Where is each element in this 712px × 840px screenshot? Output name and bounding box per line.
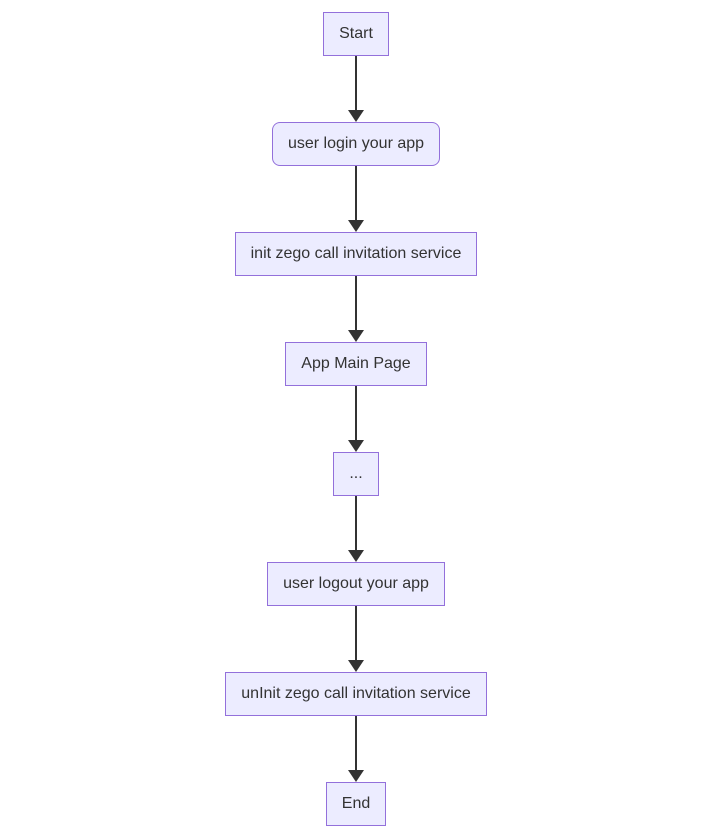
flowchart-node-user-login: user login your app xyxy=(271,122,441,166)
arrowhead-icon xyxy=(348,220,364,232)
arrowhead-icon xyxy=(348,110,364,122)
arrow-down-icon xyxy=(348,606,364,672)
arrow-shaft xyxy=(355,276,357,330)
flowchart-node-app-main-page: App Main Page xyxy=(285,342,427,386)
flowchart-node-user-logout: user logout your app xyxy=(267,562,445,606)
arrowhead-icon xyxy=(348,550,364,562)
arrow-down-icon xyxy=(348,496,364,562)
arrow-down-icon xyxy=(348,276,364,342)
arrowhead-icon xyxy=(348,770,364,782)
flowchart-node-end: End xyxy=(325,782,387,826)
arrowhead-icon xyxy=(348,660,364,672)
arrowhead-icon xyxy=(348,440,364,452)
arrow-down-icon xyxy=(348,716,364,782)
arrow-down-icon xyxy=(348,56,364,122)
flowchart-node-ellipsis: ... xyxy=(333,452,379,496)
arrow-shaft xyxy=(355,56,357,110)
flowchart-node-uninit-service: unInit zego call invitation service xyxy=(225,672,487,716)
arrow-shaft xyxy=(355,166,357,220)
arrow-shaft xyxy=(355,496,357,550)
arrow-shaft xyxy=(355,716,357,770)
flowchart-node-start: Start xyxy=(323,12,389,56)
arrow-shaft xyxy=(355,606,357,660)
arrow-down-icon xyxy=(348,166,364,232)
arrow-shaft xyxy=(355,386,357,440)
flowchart-node-init-service: init zego call invitation service xyxy=(234,232,478,276)
arrowhead-icon xyxy=(348,330,364,342)
arrow-down-icon xyxy=(348,386,364,452)
